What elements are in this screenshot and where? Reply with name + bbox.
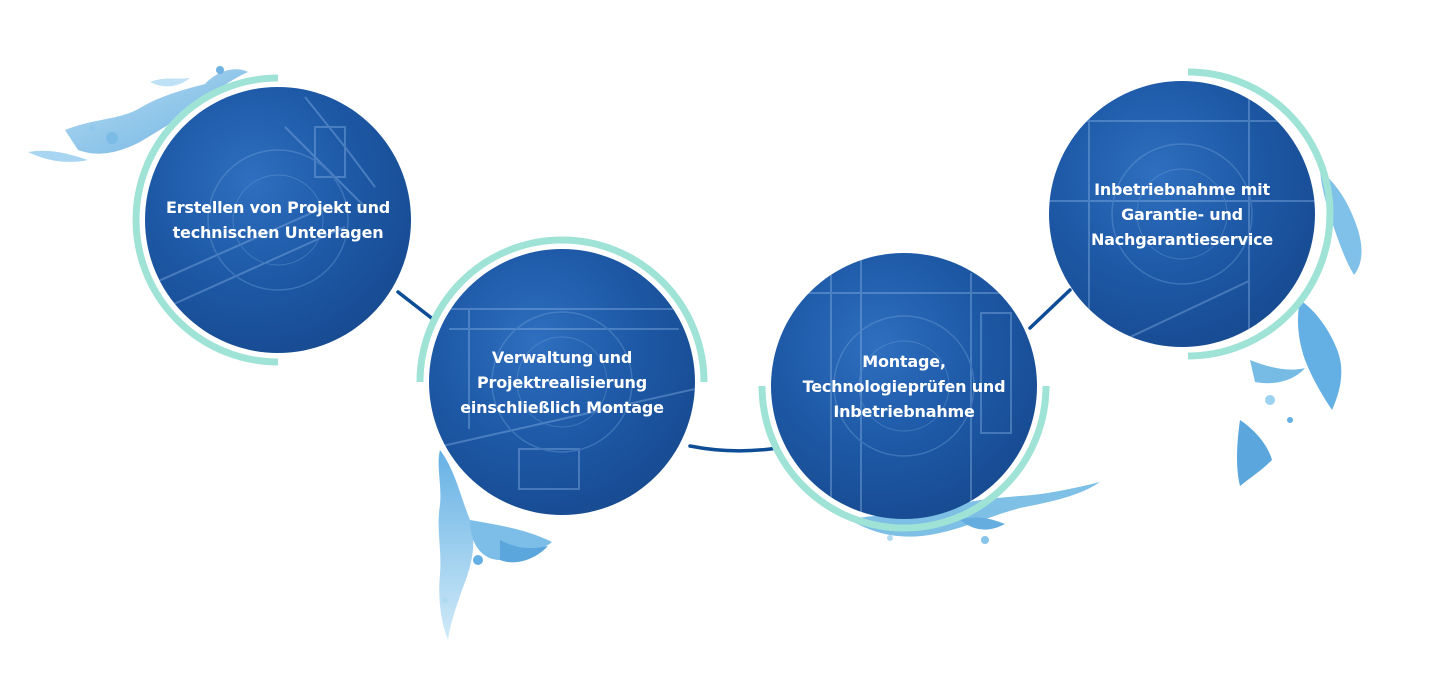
connector-lines bbox=[396, 288, 1072, 453]
watercolor-splash-left bbox=[28, 66, 248, 162]
ring-2 bbox=[416, 236, 708, 383]
step-3-label: Montage, Technologieprüfen und Inbetrieb… bbox=[802, 351, 1006, 421]
step-4-circle: Inbetriebnahme mit Garantie- und Nachgar… bbox=[1049, 81, 1315, 347]
connector-2-3 bbox=[688, 444, 780, 453]
step-3-circle: Montage, Technologieprüfen und Inbetrieb… bbox=[771, 253, 1037, 519]
ring-3 bbox=[758, 385, 1050, 532]
connector-3-4 bbox=[1028, 288, 1072, 330]
accent-rings bbox=[132, 68, 1334, 532]
step-1-label: Erstellen von Projekt und technischen Un… bbox=[165, 198, 391, 242]
ring-4 bbox=[1187, 68, 1334, 360]
watercolor-splash-bottom-left bbox=[438, 450, 552, 640]
step-2-label: Verwaltung und Projektrealisierung einsc… bbox=[460, 347, 664, 417]
step-1-circle: Erstellen von Projekt und technischen Un… bbox=[145, 87, 411, 353]
machinery-texture bbox=[771, 253, 1037, 519]
machinery-texture bbox=[145, 96, 376, 318]
connector-1-2 bbox=[396, 290, 436, 322]
ring-1 bbox=[132, 74, 279, 366]
machinery-texture bbox=[1049, 81, 1315, 347]
step-2-circle: Verwaltung und Projektrealisierung einsc… bbox=[429, 249, 695, 515]
machinery-texture bbox=[429, 308, 695, 490]
step-4-label: Inbetriebnahme mit Garantie- und Nachgar… bbox=[1090, 179, 1274, 249]
